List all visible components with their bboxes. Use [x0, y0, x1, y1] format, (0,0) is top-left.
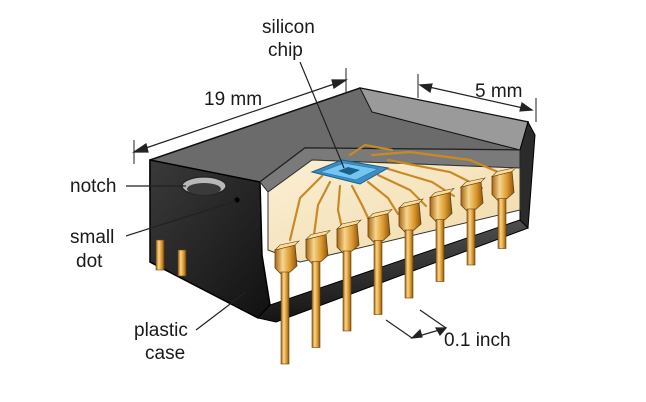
- front-pin: [367, 208, 393, 315]
- front-pin: [336, 219, 362, 332]
- label-pitch: 0.1 inch: [444, 330, 511, 351]
- front-pin: [429, 187, 455, 282]
- dot-leader: [125, 200, 237, 237]
- label-length: 19 mm: [204, 89, 262, 110]
- label-plastic: plastic: [134, 320, 188, 341]
- front-pins: [274, 166, 517, 365]
- case-leader: [195, 291, 247, 331]
- cavity-floor: [267, 159, 521, 263]
- back-pin: [155, 239, 165, 271]
- back-pin: [177, 249, 187, 277]
- label-case: case: [145, 343, 185, 364]
- front-pin: [491, 166, 517, 249]
- front-pin: [274, 240, 300, 365]
- silicon-leader: [299, 61, 345, 169]
- label-notch: notch: [70, 176, 116, 197]
- silicon-chip: [310, 159, 390, 185]
- dimension-lines: [132, 68, 537, 339]
- plastic-case-body: [149, 87, 536, 323]
- label-chip: chip: [268, 40, 303, 61]
- label-silicon: silicon: [262, 17, 315, 38]
- leader-lines: [125, 61, 345, 331]
- label-small: small: [70, 227, 114, 248]
- back-pins: [155, 239, 187, 277]
- front-pin: [460, 177, 486, 266]
- notch-inner: [187, 183, 221, 195]
- pitch-dimension: [410, 327, 448, 339]
- front-pin: [398, 198, 424, 299]
- label-width: 5 mm: [475, 81, 523, 102]
- front-pin: [305, 229, 331, 348]
- label-dot: dot: [76, 251, 103, 272]
